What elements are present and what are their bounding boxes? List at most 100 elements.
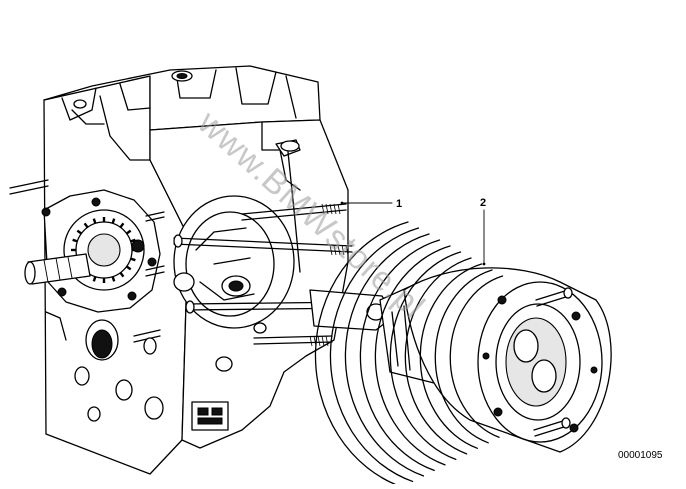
flange-hole [147,257,157,267]
top-left-hole [73,99,87,109]
cylinder-bore [185,211,275,317]
head-stud-end [561,417,571,429]
gear-tooth [125,265,132,271]
front-boss [173,272,195,292]
gear-tooth [92,218,97,224]
thread-mark [309,335,313,347]
oil-pipe-cap [280,140,300,152]
cylinder-stud-1 [173,237,353,253]
cylinder-stud-3 [241,203,347,221]
thread-mark [325,335,329,347]
thread-mark [341,244,345,256]
flange-stud-hole [497,295,507,305]
head-stud [533,419,568,437]
front-lower-hole [253,322,267,334]
gear-tooth [111,276,116,282]
output-shaft-end [24,261,36,285]
leader-dot-1 [340,201,344,205]
top-rib-left [61,87,97,121]
gear-tooth [83,222,89,229]
gear-tooth [76,229,83,235]
diagram-part-number: 00001095 [618,450,663,461]
callout-1: 1 [396,198,402,210]
thread-mark [333,244,337,256]
side-opening-shadow [91,329,113,359]
cylinder-illustration [314,221,612,488]
side-hole [143,337,157,355]
gear-tooth [92,276,97,282]
flange-hole [57,287,67,297]
thread-mark [321,335,325,347]
bore-webbing [195,227,255,301]
stud-mid-left [145,211,165,222]
thread-mark [325,203,329,215]
bore-port [513,329,539,363]
cooling-fin [329,227,420,483]
shaft-splines [43,256,73,283]
flange-stud-hole [590,366,598,374]
gear-tooth [72,238,78,243]
top-rib-inner [99,95,151,161]
flange-stud-hole [482,352,490,360]
callout-leaders [340,201,486,266]
head-stud [535,289,570,307]
side-hole [74,366,90,386]
callout-2: 2 [480,197,486,209]
thread-mark [317,335,321,347]
thread-mark [329,203,333,215]
cooling-fin [449,275,504,438]
side-hole [115,379,133,401]
cooling-fin [404,257,472,455]
top-rib-center [175,69,217,99]
thread-mark [329,244,333,256]
stud-end [173,234,183,248]
bore-port [531,359,557,393]
side-hole [144,396,164,420]
cooling-fins [314,221,504,488]
thread-mark [333,203,337,215]
gear-tooth [119,222,125,229]
stud-end [185,300,195,314]
side-rib [45,311,67,341]
flange-stud-hole [569,423,579,433]
front-lower-hole [215,356,233,372]
oil-pipe [287,151,301,273]
gear-tooth [130,238,136,243]
cylinder-bore-top [505,317,567,407]
cooling-fin [434,269,493,444]
top-rib-mid [119,83,151,111]
gear-tooth [130,257,136,262]
cooling-fin [359,239,441,472]
thread-mark [337,203,341,215]
top-rib-right [235,67,277,105]
gear-tooth [125,229,132,235]
thread-mark [337,244,341,256]
flange-hole [41,207,51,217]
cam-follower-hole-inner [228,280,244,292]
id-plate-mark [197,417,223,425]
cooling-fin [344,233,430,477]
flange-stud-hole [493,407,503,417]
gear-tooth [119,271,125,278]
breather-pipe [71,109,105,125]
stud-upper-left [9,179,49,195]
thread-mark [345,244,349,256]
cooling-fin [389,251,462,461]
id-plate [191,401,229,431]
id-plate-mark [211,407,223,416]
head-stud-end [563,287,573,299]
side-hole [87,406,101,422]
flange-hole [91,197,101,207]
gear-tooth [111,218,116,224]
cooling-fin [374,245,451,466]
stud-low-left [145,265,165,277]
crankcase-illustration [9,65,395,475]
top-boss-hole-inner [176,73,188,79]
flange-hole [127,291,137,301]
leader-dot-2 [482,262,486,266]
flange-hole [131,239,145,253]
thread-mark [321,203,325,215]
timing-hub [87,233,121,267]
id-plate-mark [197,407,209,416]
